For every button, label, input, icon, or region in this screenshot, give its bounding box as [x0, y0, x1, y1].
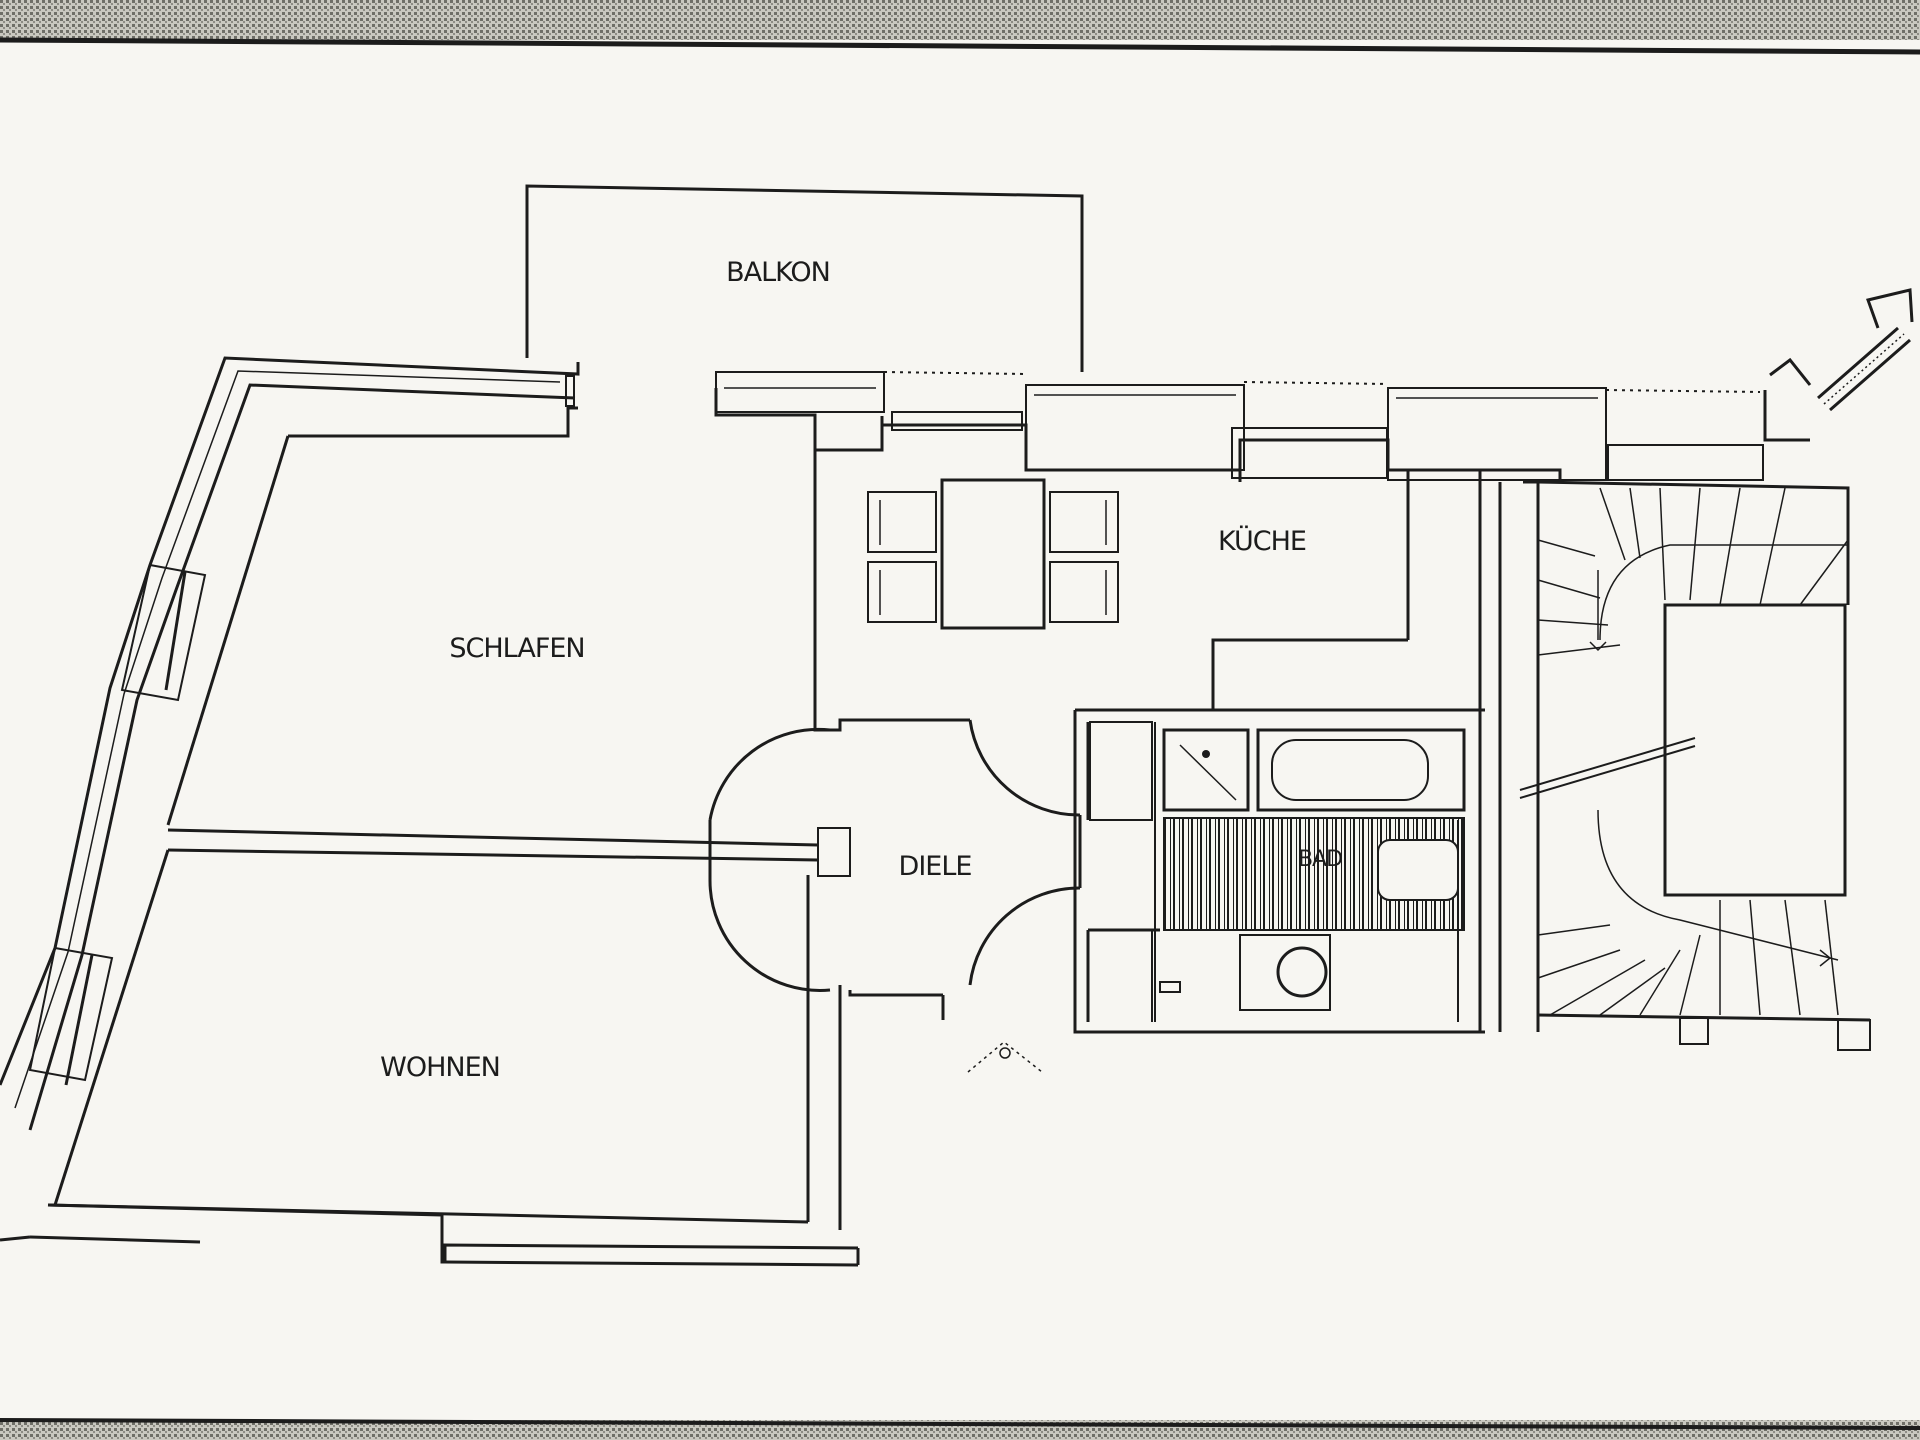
room-schlafen [166, 388, 884, 877]
label-wohnen: WOHNEN [380, 1052, 500, 1083]
staircase [1519, 480, 1871, 1051]
label-schlafen: SCHLAFEN [449, 633, 584, 664]
scan-border-top [0, 0, 1920, 40]
room-wohnen [47, 849, 842, 1230]
exterior-wall-left [0, 356, 580, 1131]
label-balkon: BALKON [726, 257, 830, 288]
room-bad [1073, 708, 1485, 1034]
balcony [525, 184, 1084, 372]
label-kueche: KÜCHE [1218, 525, 1306, 557]
room-kueche [715, 371, 1764, 1032]
label-diele: DIELE [899, 851, 972, 882]
room-diele [708, 718, 1082, 1073]
chimney-vent [1763, 288, 1914, 442]
label-bad: BAD [1298, 847, 1342, 872]
